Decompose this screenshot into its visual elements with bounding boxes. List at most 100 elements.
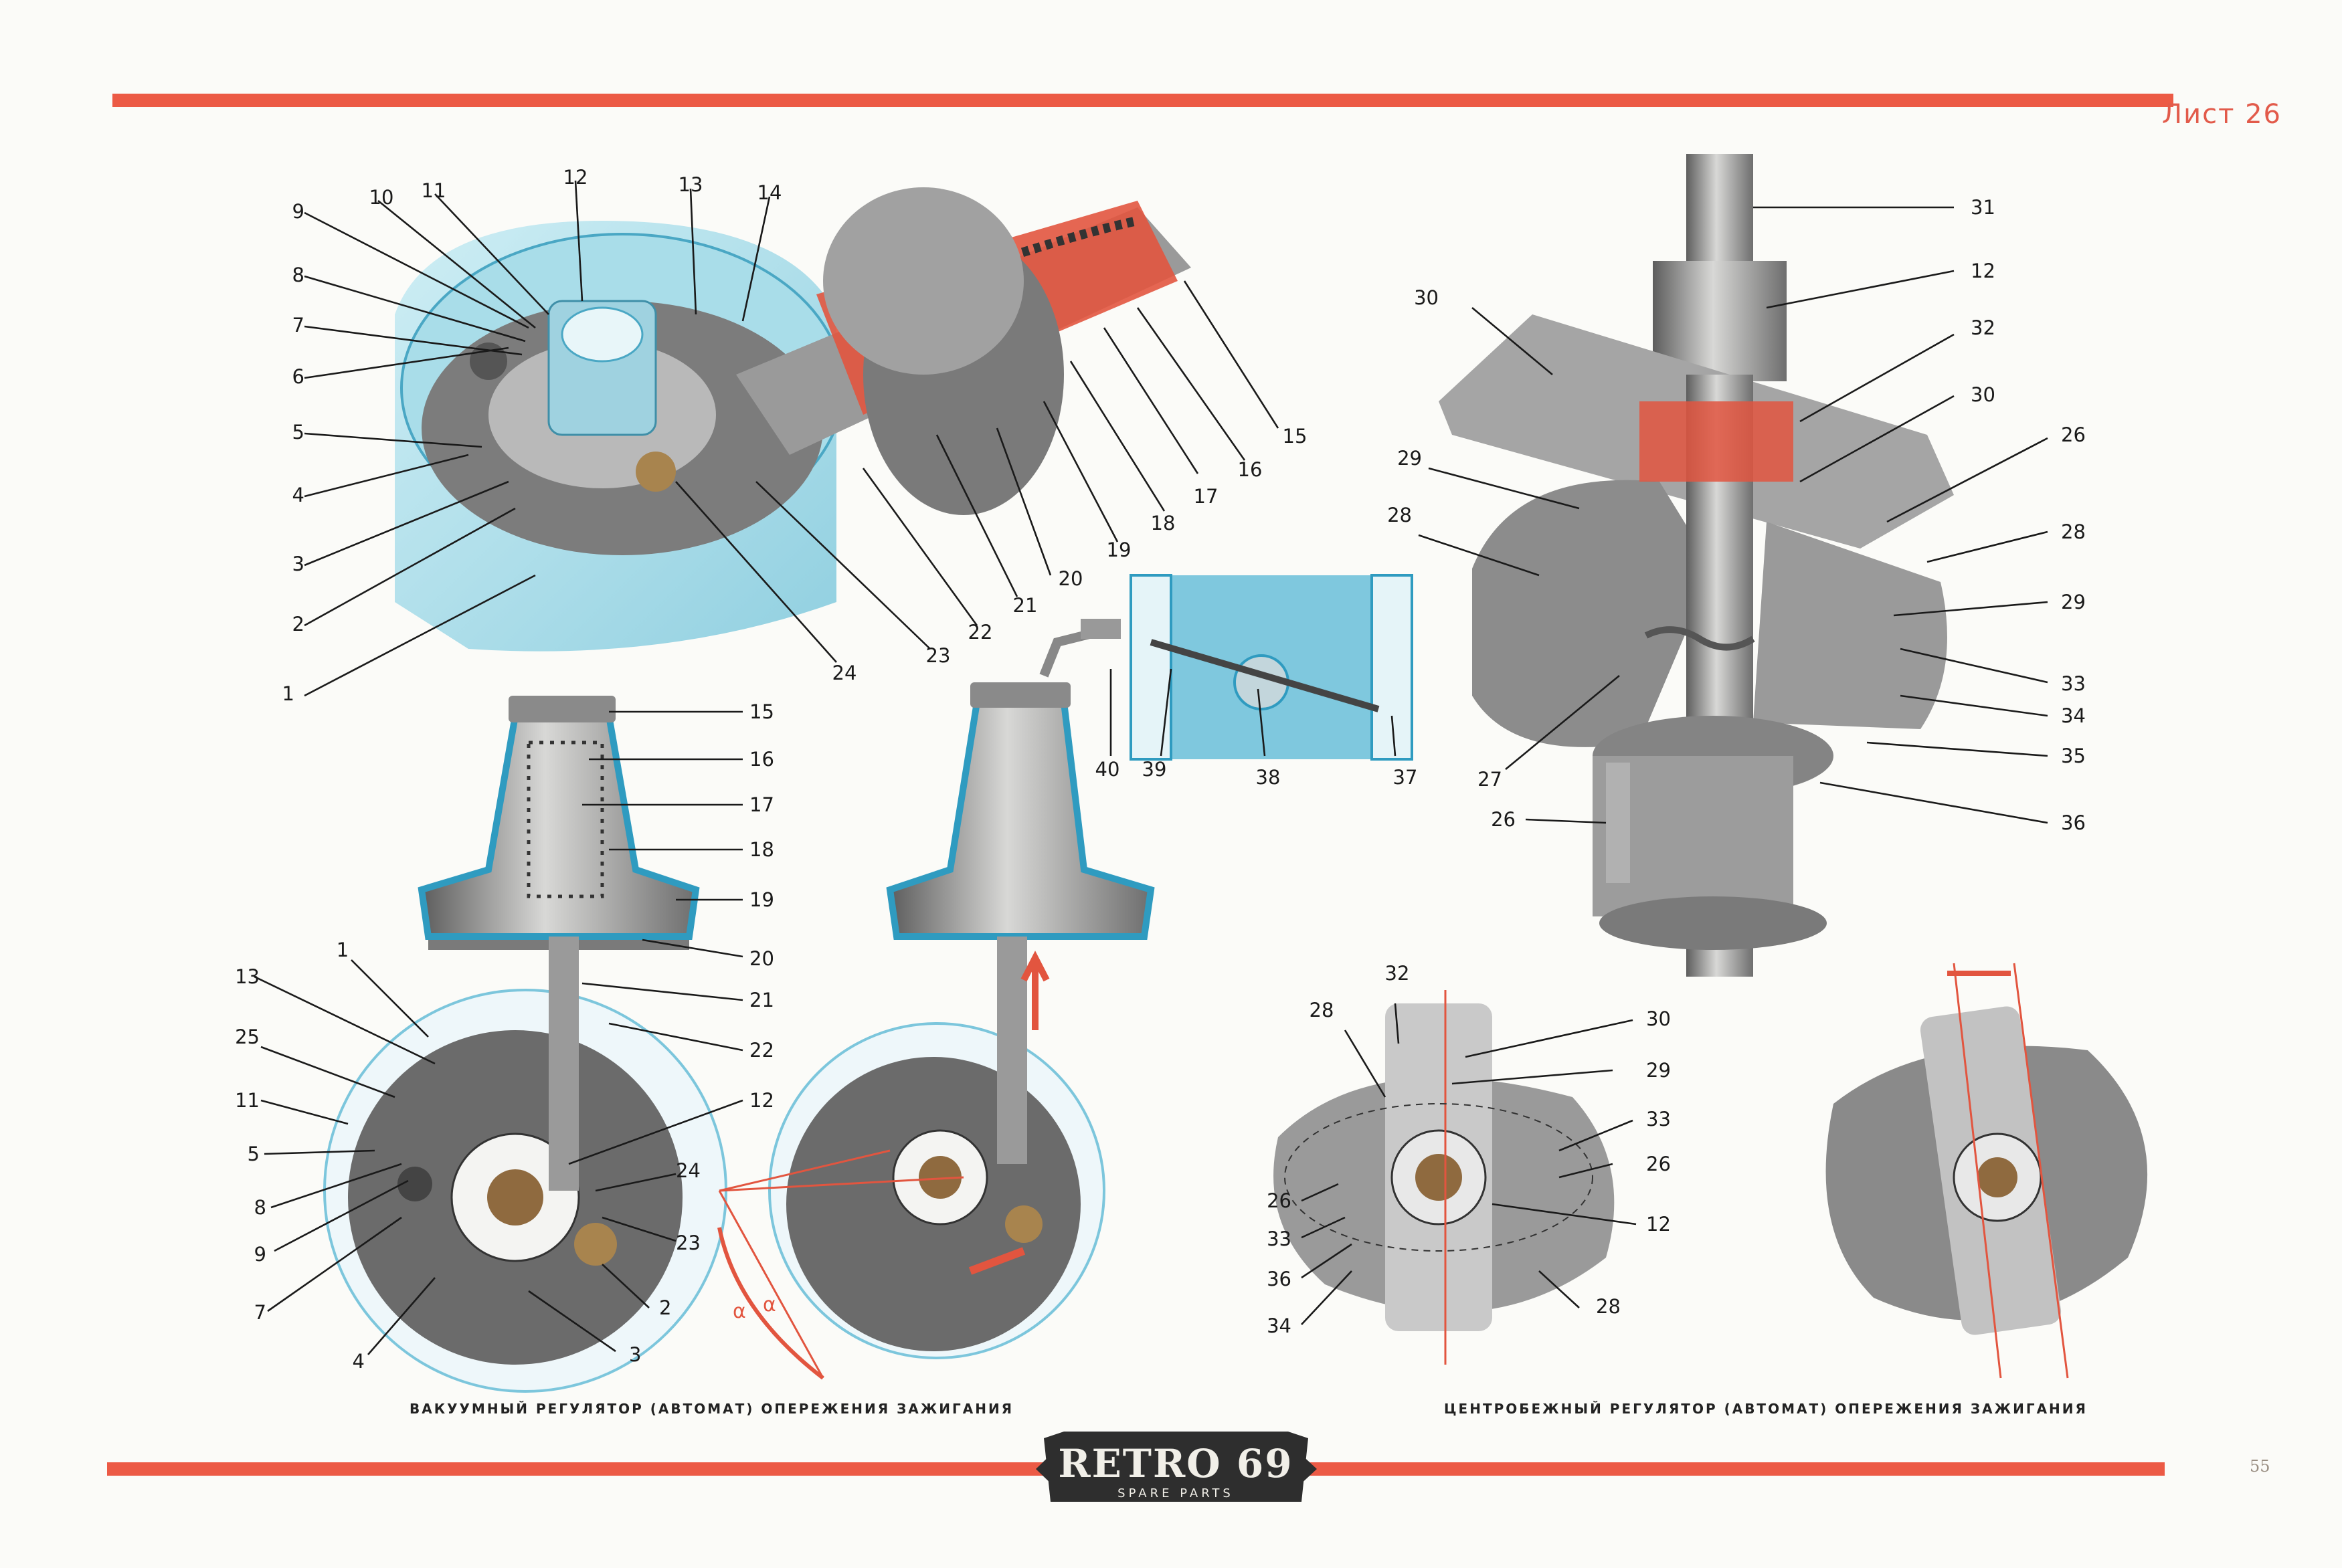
callout-bl-17: 17 [749,793,774,816]
callouts-right-plan: 32 28 30 29 33 26 12 26 33 36 34 28 [1267,962,1671,1337]
callouts-right-assembly: 31 12 32 30 26 28 29 33 34 35 36 30 29 2… [1387,196,2086,834]
callout-tl-10: 10 [369,186,394,209]
callout-tl-21: 21 [1013,594,1038,617]
callout-r-34: 34 [2061,704,2086,727]
callout-tl-9: 9 [292,200,304,223]
callout-bl-23: 23 [676,1232,701,1254]
callout-bl-25: 25 [235,1025,260,1048]
callout-bl-8: 8 [254,1196,266,1219]
callout-r-35: 35 [2061,745,2086,767]
callout-tl-1: 1 [282,682,294,705]
callout-bl-16: 16 [749,748,774,771]
caption-vacuum-advance: ВАКУУМНЫЙ РЕГУЛЯТОР (АВТОМАТ) ОПЕРЕЖЕНИЯ… [410,1401,1014,1417]
callout-r-32: 32 [1971,316,1995,339]
callout-tl-2: 2 [292,613,304,635]
callout-bl-11: 11 [235,1089,260,1112]
callout-tl-15: 15 [1283,425,1308,448]
callout-p-28a: 28 [1310,999,1334,1021]
centrifugal-plan-right [1825,963,2148,1379]
callout-tl-11: 11 [422,179,446,202]
callout-tl-20: 20 [1059,567,1083,590]
retro69-logo: RETRO 69 SPARE PARTS [1036,1432,1317,1502]
callout-r-33: 33 [2061,672,2086,695]
callout-tl-7: 7 [292,314,304,336]
callout-p-36: 36 [1267,1268,1291,1290]
callout-bl-22: 22 [749,1039,774,1062]
callout-r-31: 31 [1971,196,1995,219]
callout-bl-19: 19 [749,888,774,911]
callout-r-12: 12 [1971,260,1995,282]
callout-tl-13: 13 [679,173,703,196]
callout-tl-6: 6 [292,365,304,388]
bottom-red-rule-right [1301,1462,2165,1476]
top-red-rule [112,94,2173,107]
callouts-middle: 40 39 38 37 [1095,758,1418,789]
callout-p-12: 12 [1646,1213,1671,1236]
callout-r-28a: 28 [2061,520,2086,543]
callout-r-30a: 30 [1971,383,1995,406]
callout-r-30b: 30 [1414,286,1439,309]
callout-p-26b: 26 [1267,1189,1291,1212]
bottom-red-rule-left [107,1462,1044,1476]
callout-bl-15: 15 [749,700,774,723]
callout-p-33b: 33 [1267,1228,1291,1250]
vacuum-regulator-left-view [323,696,727,1393]
callout-m-38: 38 [1256,766,1281,789]
callout-bl-18: 18 [749,838,774,861]
callout-r-26b: 26 [1491,808,1516,831]
callout-r-28b: 28 [1387,504,1412,526]
callout-p-34: 34 [1267,1314,1291,1337]
callout-tl-5: 5 [292,421,304,444]
callout-tl-24: 24 [832,662,857,684]
callout-bl-2: 2 [659,1296,671,1319]
logo-sub-text: SPARE PARTS [1117,1486,1234,1500]
leader-lines [254,180,2048,1355]
callout-tl-17: 17 [1194,485,1219,508]
caption-centrifugal-advance: ЦЕНТРОБЕЖНЫЙ РЕГУЛЯТОР (АВТОМАТ) ОПЕРЕЖЕ… [1444,1401,2088,1417]
callout-tl-23: 23 [926,644,951,667]
top-left-distributor-figure [395,187,1191,652]
callout-bl-12: 12 [749,1089,774,1112]
throttle-section-figure [1039,574,1413,761]
callout-bl-5: 5 [248,1143,260,1165]
callouts-top-left: 1 2 3 4 5 6 7 8 9 10 11 12 13 14 15 16 1… [282,166,1308,705]
callout-bl-20: 20 [749,947,774,970]
callout-p-33a: 33 [1646,1108,1671,1131]
callout-m-40: 40 [1095,758,1120,781]
callout-tl-4: 4 [292,484,304,506]
callouts-bottom-left: 15 16 17 18 19 20 21 22 12 24 23 2 3 4 7… [235,700,774,1373]
callout-tl-14: 14 [757,181,782,204]
alpha-label-2: α [763,1293,776,1316]
callout-tl-19: 19 [1107,538,1132,561]
callout-bl-4: 4 [353,1350,365,1373]
callout-tl-8: 8 [292,264,304,286]
callout-p-29: 29 [1646,1059,1671,1082]
sheet-label: Лист 26 [2162,99,2282,130]
callout-tl-18: 18 [1151,512,1176,534]
callout-bl-7: 7 [254,1301,266,1324]
callout-bl-1: 1 [337,939,349,961]
callout-tl-12: 12 [563,166,588,189]
callout-r-36: 36 [2061,811,2086,834]
callout-bl-9: 9 [254,1243,266,1266]
callout-p-28b: 28 [1596,1295,1621,1318]
callout-p-30: 30 [1646,1007,1671,1030]
callout-tl-16: 16 [1238,458,1263,481]
callout-m-37: 37 [1393,766,1418,789]
callout-tl-22: 22 [968,621,993,644]
callout-m-39: 39 [1142,758,1167,781]
callout-r-29b: 29 [1397,447,1422,470]
callout-r-27: 27 [1477,768,1502,791]
callout-bl-3: 3 [629,1343,641,1366]
logo-main-text: RETRO 69 [1058,1441,1293,1486]
centrifugal-plan-left [1273,990,1615,1365]
callout-r-29a: 29 [2061,591,2086,613]
page-number: 55 [2250,1457,2270,1476]
vacuum-regulator-right-view: α α [717,682,1155,1380]
callout-p-26a: 26 [1646,1153,1671,1175]
callout-bl-13: 13 [235,965,260,988]
alpha-label: α [733,1300,746,1323]
callout-r-26a: 26 [2061,423,2086,446]
